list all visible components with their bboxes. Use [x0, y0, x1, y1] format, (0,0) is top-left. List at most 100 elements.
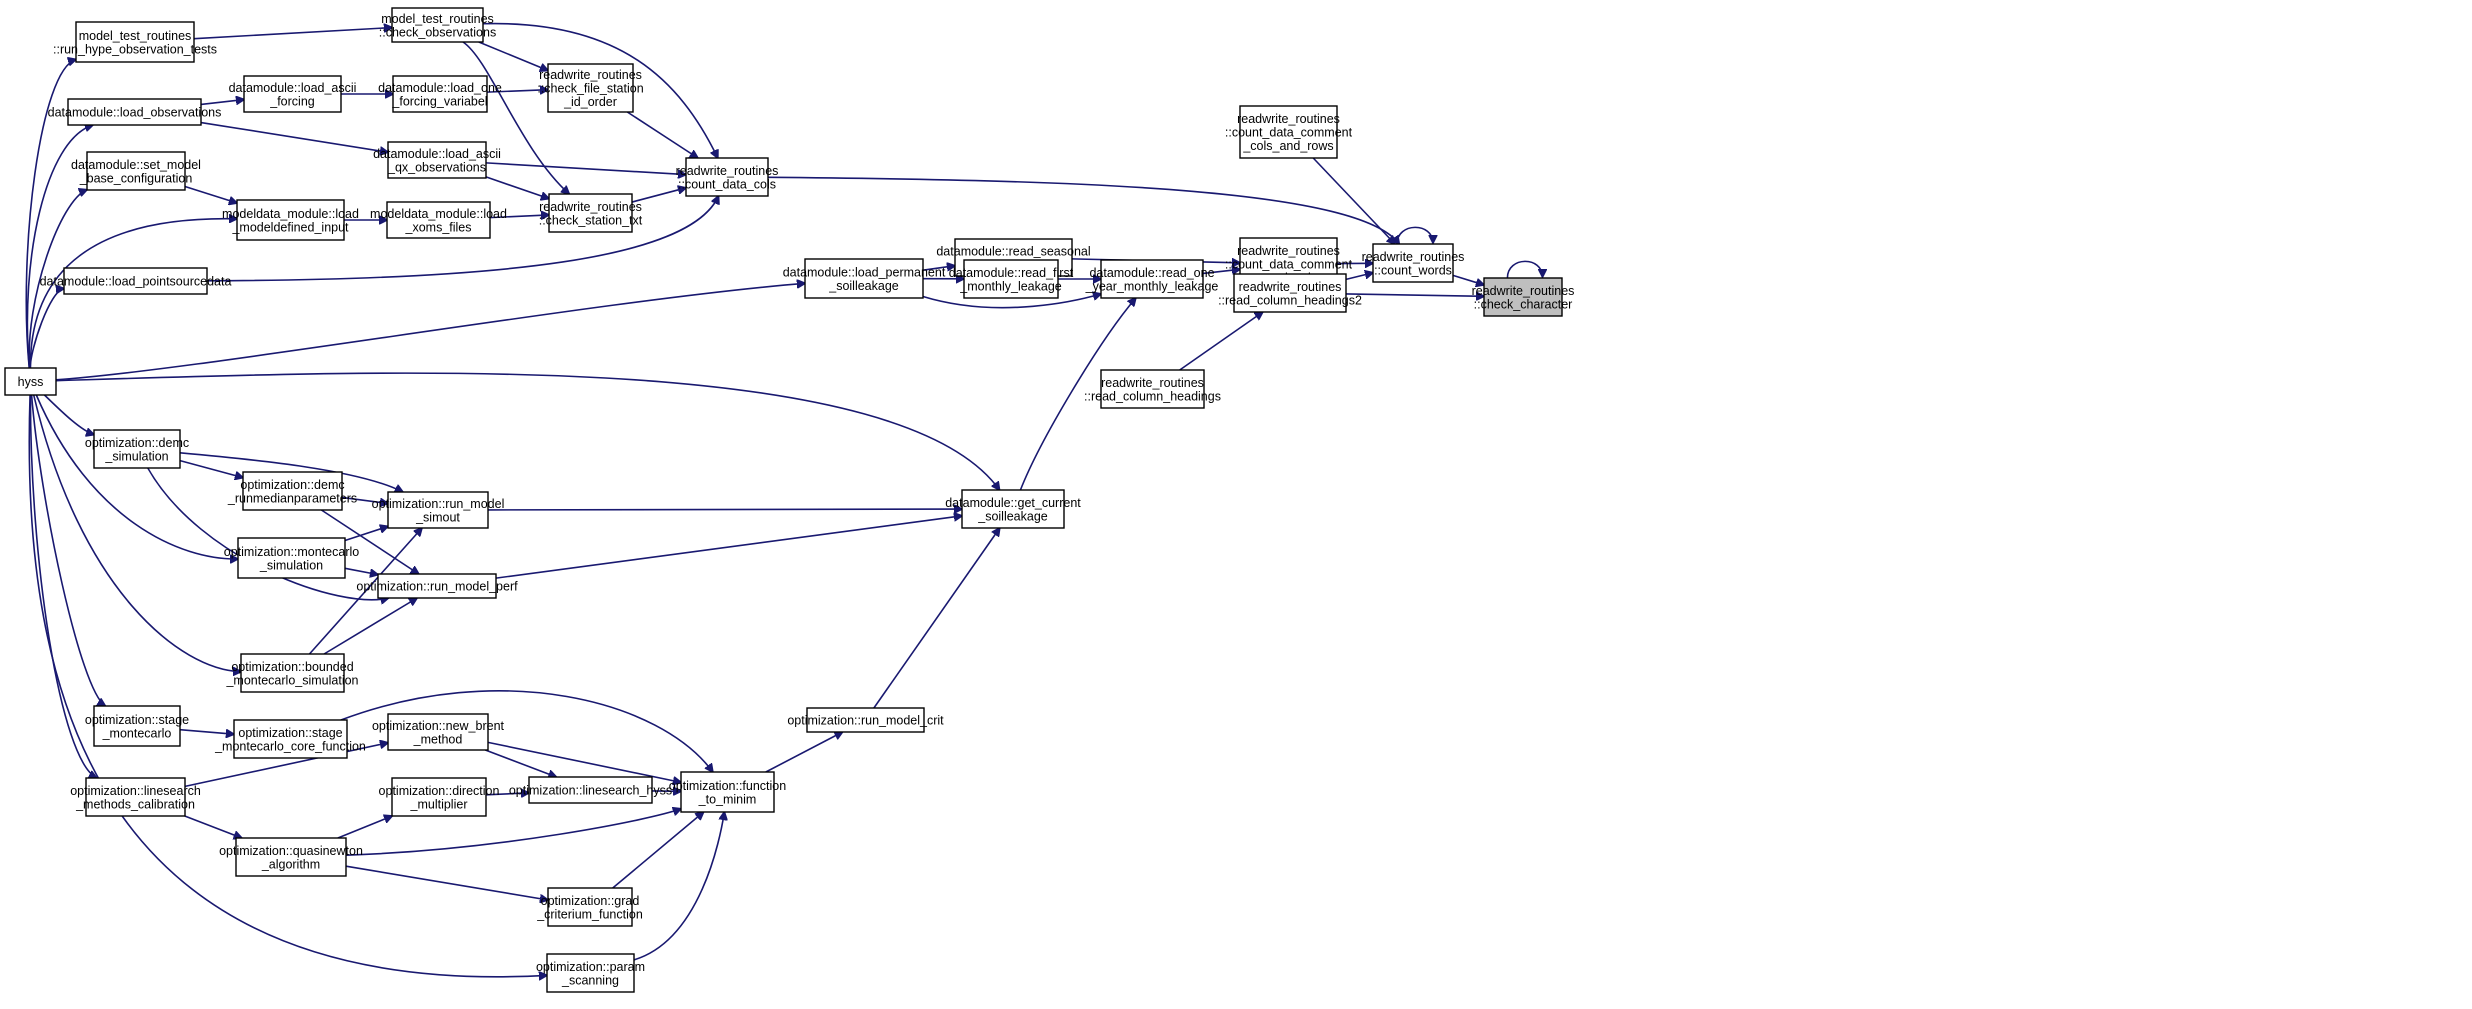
node-box[interactable] — [63, 267, 208, 295]
node-box[interactable] — [377, 573, 497, 599]
node-box[interactable] — [387, 491, 489, 529]
node-mtr_check[interactable]: model_test_routines::check_observations — [379, 7, 496, 43]
node-opt_bounded_mc[interactable]: optimization::bounded_montecarlo_simulat… — [225, 653, 359, 693]
node-opt_run_model_perf[interactable]: optimization::run_model_perf — [356, 573, 518, 599]
edge-dm_load_ascii_qx-to-rw_count_data_cols — [485, 162, 686, 175]
node-box[interactable] — [242, 471, 343, 511]
node-opt_linesearch_hyss[interactable]: optimization::linesearch_hyss — [509, 776, 672, 804]
node-box[interactable] — [391, 7, 484, 43]
node-opt_run_model_crit[interactable]: optimization::run_model_crit — [787, 707, 944, 733]
node-box[interactable] — [1100, 259, 1204, 299]
node-box[interactable] — [1483, 277, 1563, 317]
node-box[interactable] — [75, 21, 195, 63]
node-opt_new_brent[interactable]: optimization::new_brent_method — [372, 713, 505, 751]
node-rw_check_file[interactable]: readwrite_routines::check_file_station_i… — [537, 63, 644, 113]
node-opt_stage_mc[interactable]: optimization::stage_montecarlo — [85, 705, 189, 747]
node-opt_function_to_minim[interactable]: optimization::function_to_minim — [669, 771, 786, 813]
node-rw_check_station[interactable]: readwrite_routines::check_station_txt — [539, 193, 643, 233]
node-opt_direction_mult[interactable]: optimization::direction_multiplier — [379, 777, 500, 817]
node-dm_get_current[interactable]: datamodule::get_current_soilleakage — [945, 489, 1081, 529]
node-opt_run_model_simout[interactable]: optimization::run_model_simout — [372, 491, 505, 529]
edge-dm_load_ascii_qx-to-rw_check_station — [485, 176, 549, 199]
node-box[interactable] — [1100, 369, 1205, 409]
node-box[interactable] — [685, 157, 769, 197]
node-box[interactable] — [392, 75, 488, 113]
node-label: ::run_hype_observation_tests — [53, 42, 217, 56]
node-mtr_run[interactable]: model_test_routines::run_hype_observatio… — [53, 21, 217, 63]
node-box[interactable] — [243, 75, 342, 113]
node-box[interactable] — [235, 837, 347, 877]
node-dm_load_ascii_forcing[interactable]: datamodule::load_ascii_forcing — [229, 75, 357, 113]
node-md_load_xoms[interactable]: modeldata_module::load_xoms_files — [370, 201, 507, 239]
node-box[interactable] — [240, 653, 345, 693]
node-dm_load_ascii_qx[interactable]: datamodule::load_ascii_qx_observations — [373, 141, 501, 179]
node-rw_read_col_headings2[interactable]: readwrite_routines::read_column_headings… — [1218, 273, 1362, 313]
node-opt_demc_sim[interactable]: optimization::demc_simulation — [85, 429, 189, 469]
node-dm_read_one_year[interactable]: datamodule::read_one_year_monthly_leakag… — [1085, 259, 1219, 299]
node-box[interactable] — [961, 489, 1065, 529]
node-box[interactable] — [236, 199, 345, 241]
node-label: datamodule::load_one — [378, 81, 502, 95]
node-opt_montecarlo[interactable]: optimization::montecarlo_simulation — [224, 537, 360, 579]
node-box[interactable] — [680, 771, 775, 813]
edge-opt_montecarlo-to-opt_run_model_simout — [344, 526, 388, 542]
node-opt_grad_criterium[interactable]: optimization::grad_criterium_function — [536, 887, 643, 927]
node-box[interactable] — [85, 777, 186, 817]
node-box[interactable] — [804, 258, 924, 299]
node-box[interactable] — [806, 707, 925, 733]
node-opt_demc_runmedian[interactable]: optimization::demc_runmedianparameters — [227, 471, 357, 511]
node-md_load_modeldefined[interactable]: modeldata_module::load_modeldefined_inpu… — [222, 199, 359, 241]
node-box[interactable] — [386, 201, 491, 239]
node-label: _montecarlo_core_function — [214, 739, 366, 753]
node-box[interactable] — [387, 713, 489, 751]
edge-hyss-to-opt_montecarlo — [35, 394, 238, 559]
node-label: hyss — [18, 375, 44, 389]
node-box[interactable] — [548, 193, 633, 233]
node-rw_check_character[interactable]: readwrite_routines::check_character — [1472, 277, 1575, 317]
node-dm_load_obs[interactable]: datamodule::load_observations — [48, 98, 222, 126]
node-box[interactable] — [93, 705, 181, 747]
node-rw_read_col_headings[interactable]: readwrite_routines::read_column_headings — [1084, 369, 1221, 409]
node-box[interactable] — [67, 98, 202, 126]
node-opt_stage_mc_core[interactable]: optimization::stage_montecarlo_core_func… — [214, 719, 366, 759]
edge-mtr_check-to-rw_check_file — [478, 41, 548, 71]
node-box[interactable] — [391, 777, 487, 817]
node-box[interactable] — [528, 776, 653, 804]
node-box[interactable] — [1233, 273, 1347, 313]
edge-dm_load_obs-to-dm_load_ascii_qx — [200, 121, 388, 153]
node-box[interactable] — [1239, 105, 1338, 159]
node-opt_linesearch_calib[interactable]: optimization::linesearch_methods_calibra… — [70, 777, 201, 817]
node-box[interactable] — [1372, 243, 1454, 283]
node-label: _year_monthly_leakage — [1085, 279, 1219, 293]
node-label: _forcing — [269, 94, 315, 108]
node-label: datamodule::load_ascii — [229, 81, 357, 95]
node-dm_load_one[interactable]: datamodule::load_one_forcing_variabel — [378, 75, 502, 113]
node-box[interactable] — [547, 63, 634, 113]
node-box[interactable] — [233, 719, 348, 759]
node-label: optimization::grad — [541, 894, 640, 908]
edge-mtr_check-to-rw_count_data_cols — [482, 22, 718, 158]
node-box[interactable] — [547, 887, 633, 927]
node-dm_load_pointsource[interactable]: datamodule::load_pointsourcedata — [40, 267, 232, 295]
node-dm_load_permanent[interactable]: datamodule::load_permanent_soilleakage — [783, 258, 946, 299]
node-box[interactable] — [963, 259, 1059, 299]
node-label: _method — [413, 732, 463, 746]
node-box[interactable] — [86, 151, 186, 191]
node-rw_count_comment_rows[interactable]: readwrite_routines::count_data_comment_c… — [1225, 105, 1353, 159]
node-box[interactable] — [546, 953, 635, 993]
node-label: readwrite_routines — [1239, 280, 1342, 294]
node-box[interactable] — [4, 367, 57, 396]
node-label: ::count_data_comment — [1225, 126, 1353, 140]
node-rw_count_words[interactable]: readwrite_routines::count_words — [1362, 243, 1465, 283]
edge-opt_demc_runmedian-to-opt_run_model_perf — [320, 509, 418, 574]
node-rw_count_data_cols[interactable]: readwrite_routines::count_data_cols — [676, 157, 779, 197]
node-dm_set_model[interactable]: datamodule::set_model_base_configuration — [71, 151, 201, 191]
node-box[interactable] — [237, 537, 346, 579]
node-hyss[interactable]: hyss — [4, 367, 57, 396]
node-dm_read_first[interactable]: datamodule::read_first_monthly_leakage — [949, 259, 1074, 299]
node-box[interactable] — [387, 141, 487, 179]
node-opt_quasinewton[interactable]: optimization::quasinewton_algorithm — [219, 837, 363, 877]
node-opt_param_scanning[interactable]: optimization::param_scanning — [536, 953, 645, 993]
node-box[interactable] — [93, 429, 181, 469]
edge-opt_demc_sim-to-opt_demc_runmedian — [179, 459, 243, 478]
